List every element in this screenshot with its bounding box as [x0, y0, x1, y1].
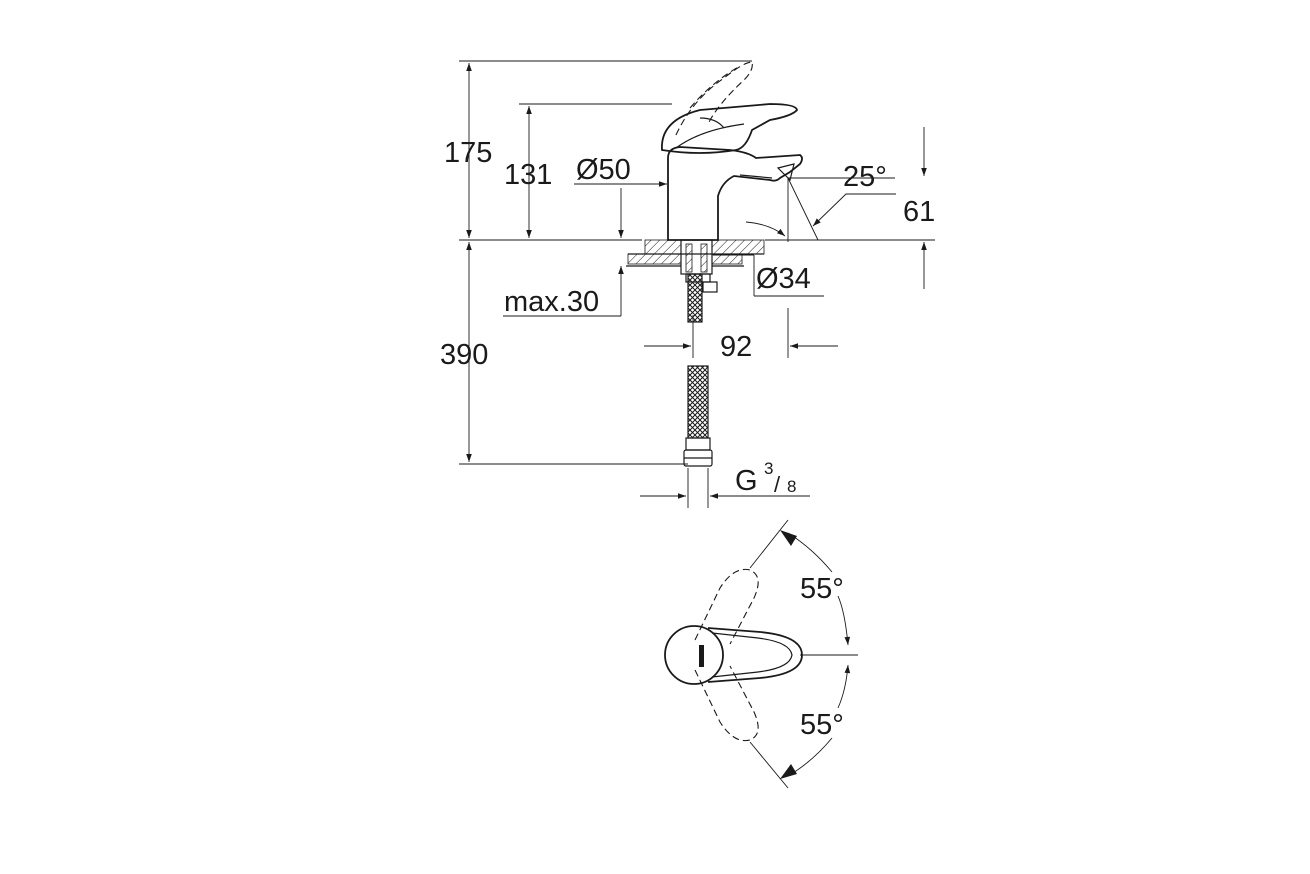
- rotation-guide-lines: [749, 519, 789, 789]
- countertop-section: [626, 239, 765, 267]
- supply-hose: [683, 273, 713, 467]
- top-view: 55° 55°: [664, 519, 858, 789]
- dim-label-diameter-50: Ø50: [576, 154, 631, 186]
- dim-label-55-upper: 55°: [800, 573, 844, 605]
- dimension-55-degrees-upper: 55°: [780, 530, 851, 646]
- dimension-390: 390: [440, 242, 488, 462]
- lever-rotation-positions: [694, 568, 759, 742]
- side-view: 175 131 390 Ø50 25° 61: [440, 60, 935, 508]
- faucet-lever: [661, 103, 798, 154]
- dim-label-55-lower: 55°: [800, 709, 844, 741]
- dim-label-thread-letter: G: [735, 465, 758, 497]
- dimension-175: 175: [444, 63, 492, 238]
- dim-label-max-30: max.30: [504, 286, 599, 318]
- faucet-body: [667, 146, 803, 241]
- dim-label-92: 92: [720, 331, 752, 363]
- dim-label-131: 131: [504, 159, 552, 191]
- dim-label-thread-denominator: 8: [787, 477, 796, 496]
- dimension-25-degrees: 25°: [745, 161, 896, 237]
- dimension-55-degrees-lower: 55°: [780, 664, 851, 779]
- faucet-lever-open-position: [675, 61, 753, 136]
- dimension-92: 92: [644, 331, 838, 363]
- dim-label-thread-numerator: 3: [764, 459, 773, 478]
- dim-label-61: 61: [903, 196, 935, 228]
- dimension-diameter-50: Ø50: [574, 154, 667, 187]
- extension-lines: [459, 60, 935, 508]
- dim-label-diameter-34: Ø34: [756, 263, 811, 295]
- dimension-max-30: max.30: [503, 188, 624, 318]
- dim-label-175: 175: [444, 137, 492, 169]
- top-view-handle: [664, 625, 803, 685]
- dim-label-25-degrees: 25°: [843, 161, 887, 193]
- dimension-61: 61: [903, 127, 935, 289]
- dimension-thread-g3-8: G 3 / 8: [640, 459, 810, 499]
- dim-label-390: 390: [440, 339, 488, 371]
- dim-label-thread-slash: /: [774, 472, 781, 497]
- dimension-131: 131: [504, 106, 552, 238]
